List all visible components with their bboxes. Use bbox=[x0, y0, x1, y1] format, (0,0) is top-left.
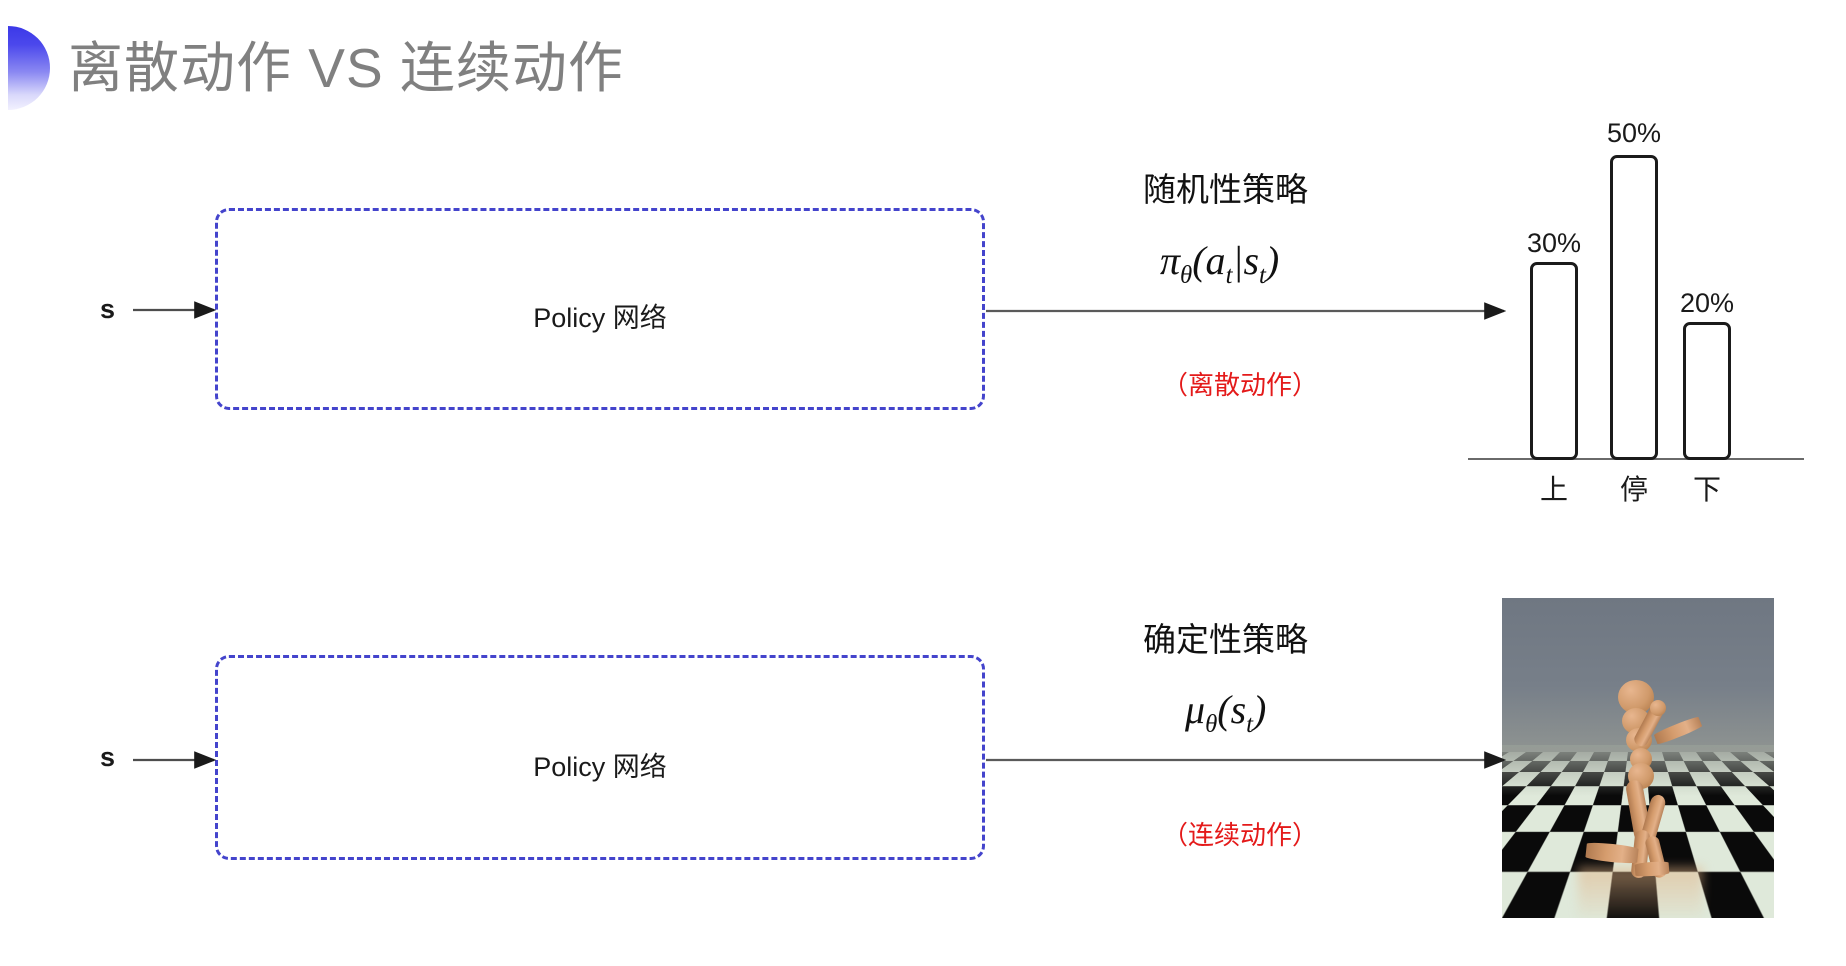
bar-up bbox=[1530, 262, 1578, 460]
bar-category-stop: 停 bbox=[1619, 474, 1648, 505]
formula-pi: π bbox=[1160, 238, 1181, 283]
humanoid-simulation-image bbox=[1502, 598, 1774, 918]
formula-mu: μ bbox=[1185, 687, 1206, 732]
bar-value-down: 20% bbox=[1679, 288, 1735, 318]
note-discrete: （离散动作） bbox=[1162, 370, 1319, 400]
formula-close-2: ) bbox=[1253, 687, 1267, 732]
policy-network-box-continuous[interactable]: Policy 网络 bbox=[215, 655, 985, 860]
bar-value-stop: 50% bbox=[1606, 118, 1662, 148]
bar-category-up: 上 bbox=[1539, 474, 1568, 505]
page-title: 离散动作 VS 连续动作 bbox=[68, 37, 624, 99]
policy-type-continuous: 确定性策略 bbox=[1143, 621, 1308, 658]
formula-st-sub: t bbox=[1259, 262, 1266, 289]
formula-discrete: πθ(at|st) bbox=[1160, 237, 1279, 290]
formula-open-arg: (a bbox=[1192, 238, 1226, 283]
policy-type-discrete: 随机性策略 bbox=[1143, 171, 1308, 208]
state-label-continuous: s bbox=[100, 742, 116, 772]
formula-close: ) bbox=[1265, 238, 1280, 283]
bar-stop bbox=[1610, 155, 1658, 460]
formula-theta: θ bbox=[1180, 262, 1193, 289]
policy-network-label-continuous: Policy 网络 bbox=[533, 752, 667, 782]
note-continuous: （连续动作） bbox=[1162, 820, 1319, 850]
bar-category-down: 下 bbox=[1692, 474, 1721, 505]
humanoid-hand bbox=[1650, 700, 1666, 716]
half-circle-gradient-icon bbox=[8, 26, 50, 110]
policy-network-label-discrete: Policy 网络 bbox=[533, 303, 667, 333]
action-probability-bar-chart: 30% 上 50% 停 20% 下 bbox=[1468, 110, 1808, 505]
formula-open-arg-2: (s bbox=[1217, 687, 1247, 732]
bar-down bbox=[1683, 322, 1731, 460]
formula-continuous: μθ(st) bbox=[1185, 686, 1266, 739]
bar-value-up: 30% bbox=[1526, 228, 1582, 258]
state-label-discrete: s bbox=[100, 294, 116, 324]
formula-pipe: |s bbox=[1232, 238, 1260, 283]
formula-theta-2: θ bbox=[1205, 711, 1218, 738]
policy-network-box-discrete[interactable]: Policy 网络 bbox=[215, 208, 985, 410]
formula-at-sub: t bbox=[1225, 262, 1233, 289]
formula-st-sub-2: t bbox=[1246, 711, 1254, 738]
